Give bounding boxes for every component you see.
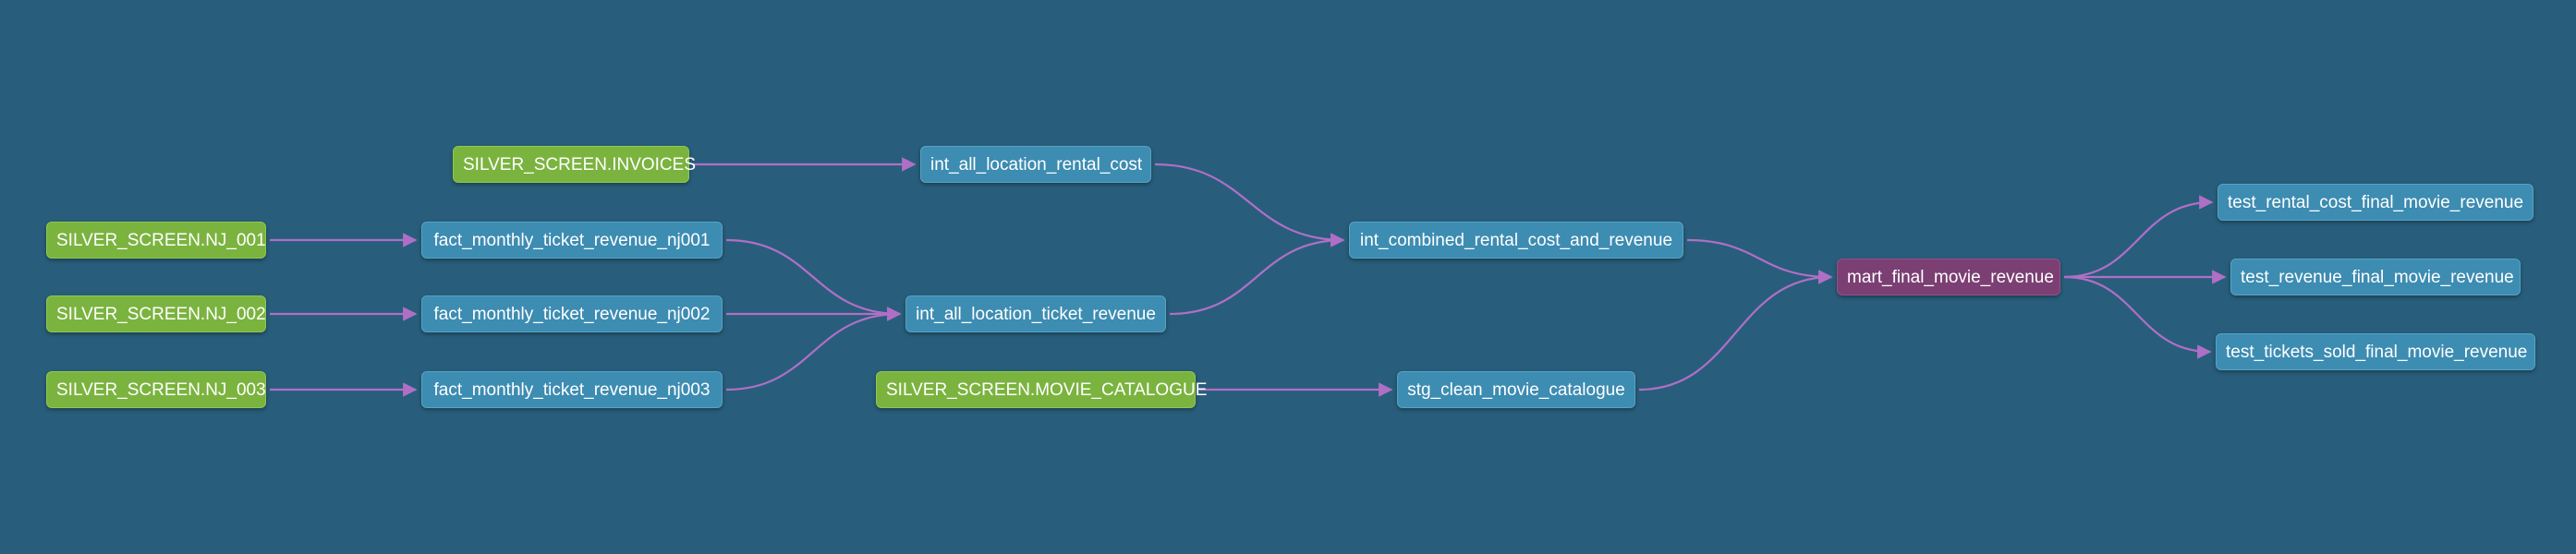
edge-ticket_revenue-to-combined (1169, 233, 1345, 316)
node-silver-screen-nj-003[interactable]: SILVER_SCREEN.NJ_003 (46, 371, 266, 408)
node-mart-final-movie-revenue[interactable]: mart_final_movie_revenue (1837, 259, 2060, 295)
edge-mart-to-test_tickets (2063, 275, 2212, 359)
edge-stg_catalogue-to-mart (1638, 270, 1833, 391)
node-silver-screen-invoices[interactable]: SILVER_SCREEN.INVOICES (453, 146, 696, 183)
node-int-combined-rental-cost-and-revenue[interactable]: int_combined_rental_cost_and_revenue (1349, 222, 1683, 259)
node-silver-screen-movie-catalogue[interactable]: SILVER_SCREEN.MOVIE_CATALOGUE (876, 371, 1207, 408)
edge-fact_nj001-to-ticket_revenue (725, 238, 902, 321)
node-silver-screen-nj-001[interactable]: SILVER_SCREEN.NJ_001 (46, 222, 266, 259)
node-fact-monthly-ticket-revenue-nj001[interactable]: fact_monthly_ticket_revenue_nj001 (421, 222, 723, 259)
node-int-all-location-ticket-revenue[interactable]: int_all_location_ticket_revenue (905, 295, 1166, 332)
node-int-all-location-rental-cost[interactable]: int_all_location_rental_cost (920, 146, 1151, 183)
edge-mart-to-test_rental (2063, 195, 2214, 279)
edge-fact_nj003-to-ticket_revenue (725, 307, 902, 391)
node-test-tickets-sold-final-movie-revenue[interactable]: test_tickets_sold_final_movie_revenue (2216, 333, 2535, 370)
node-fact-monthly-ticket-revenue-nj003[interactable]: fact_monthly_ticket_revenue_nj003 (421, 371, 723, 408)
node-test-rental-cost-final-movie-revenue[interactable]: test_rental_cost_final_movie_revenue (2218, 184, 2533, 221)
edge-rental_cost-to-combined (1154, 163, 1345, 247)
node-silver-screen-nj-002[interactable]: SILVER_SCREEN.NJ_002 (46, 295, 266, 332)
edge-combined-to-mart (1686, 238, 1833, 284)
node-stg-clean-movie-catalogue[interactable]: stg_clean_movie_catalogue (1397, 371, 1635, 408)
node-fact-monthly-ticket-revenue-nj002[interactable]: fact_monthly_ticket_revenue_nj002 (421, 295, 723, 332)
node-test-revenue-final-movie-revenue[interactable]: test_revenue_final_movie_revenue (2230, 259, 2521, 295)
